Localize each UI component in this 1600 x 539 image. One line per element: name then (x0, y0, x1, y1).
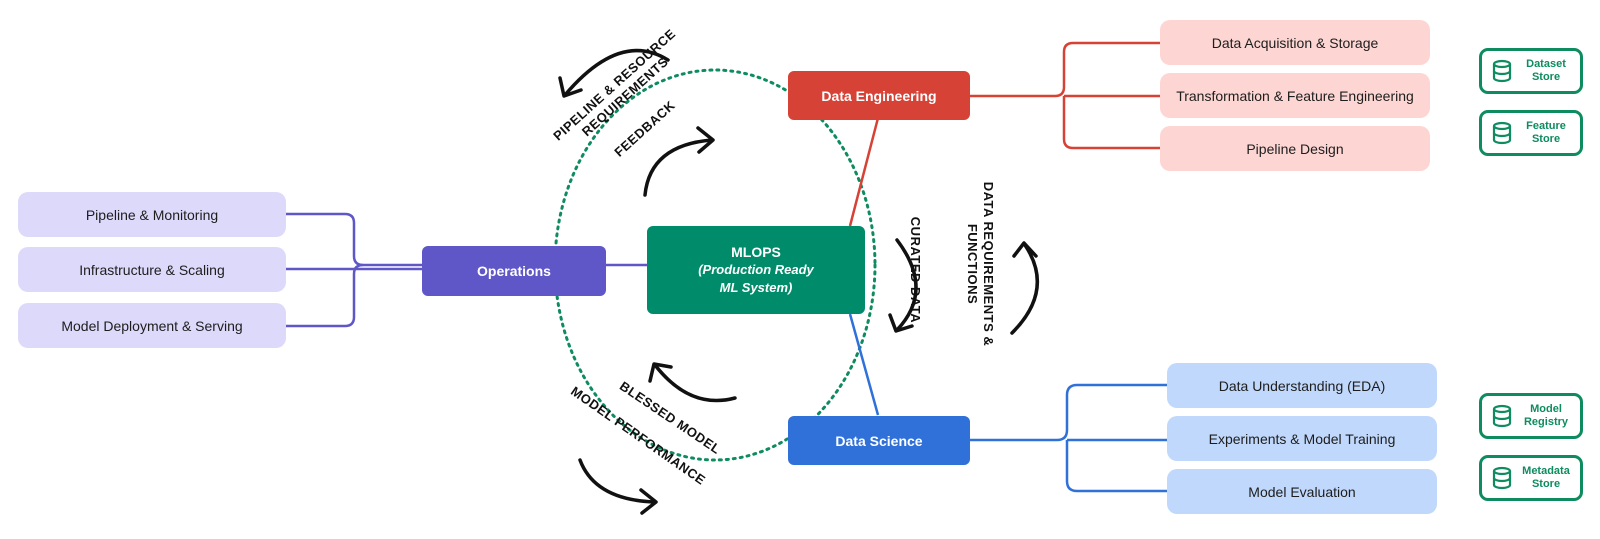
arrow-feedback (643, 126, 715, 197)
mlops-subtitle-line1: (Production Ready (698, 262, 814, 277)
mlops-subtitle-line2: ML System) (719, 280, 793, 295)
store-label-line2: Registry (1523, 416, 1569, 428)
store-label-line2: Store (1531, 478, 1561, 490)
store-label-line2: Store (1531, 133, 1561, 145)
label-data-requirements-line1: DATA REQUIREMENTS & (981, 181, 996, 347)
label-data-requirements: DATA REQUIREMENTS & FUNCTIONS (964, 169, 996, 359)
store-label-line1: Dataset (1526, 58, 1566, 70)
data-engineering-bracket (970, 41, 1160, 150)
database-icon (1492, 404, 1512, 428)
store-label-line1: Model (1530, 403, 1562, 415)
store-label-line2: Store (1531, 71, 1561, 83)
database-icon (1492, 59, 1512, 83)
data-science-item-evaluation: Model Evaluation (1167, 469, 1437, 514)
store-label-line1: Feature (1526, 120, 1566, 132)
store-label-line1: Metadata (1522, 465, 1570, 477)
operations-item-model-deployment: Model Deployment & Serving (18, 303, 286, 348)
arrow-pipeline-resource (558, 48, 670, 98)
label-curated-data: CURATED DATA (908, 216, 923, 324)
label-data-requirements-line2: FUNCTIONS (965, 223, 980, 305)
operations-bracket (286, 212, 422, 328)
data-science-hub: Data Science (788, 416, 970, 465)
data-engineering-item-acquisition: Data Acquisition & Storage (1160, 20, 1430, 65)
operations-item-infrastructure-scaling: Infrastructure & Scaling (18, 247, 286, 292)
arrow-data-requirements (1010, 241, 1039, 335)
data-science-item-experiments: Experiments & Model Training (1167, 416, 1437, 461)
mlops-title: MLOPS (731, 244, 781, 260)
data-engineering-item-transformation: Transformation & Feature Engineering (1160, 73, 1430, 118)
operations-hub: Operations (422, 246, 606, 296)
data-science-item-eda: Data Understanding (EDA) (1167, 363, 1437, 408)
arrow-curated-data (888, 238, 918, 333)
arrow-blessed-model (648, 362, 737, 403)
data-science-bracket (970, 383, 1167, 493)
arrow-model-performance (578, 458, 658, 515)
database-icon (1492, 121, 1512, 145)
mlops-center-node: MLOPS (Production Ready ML System) (647, 226, 865, 314)
database-icon (1492, 466, 1512, 490)
data-engineering-hub: Data Engineering (788, 71, 970, 120)
center-to-data-science-line (848, 313, 880, 416)
center-to-data-engineering-line (848, 117, 880, 227)
data-engineering-item-pipeline-design: Pipeline Design (1160, 126, 1430, 171)
operations-item-pipeline-monitoring: Pipeline & Monitoring (18, 192, 286, 237)
